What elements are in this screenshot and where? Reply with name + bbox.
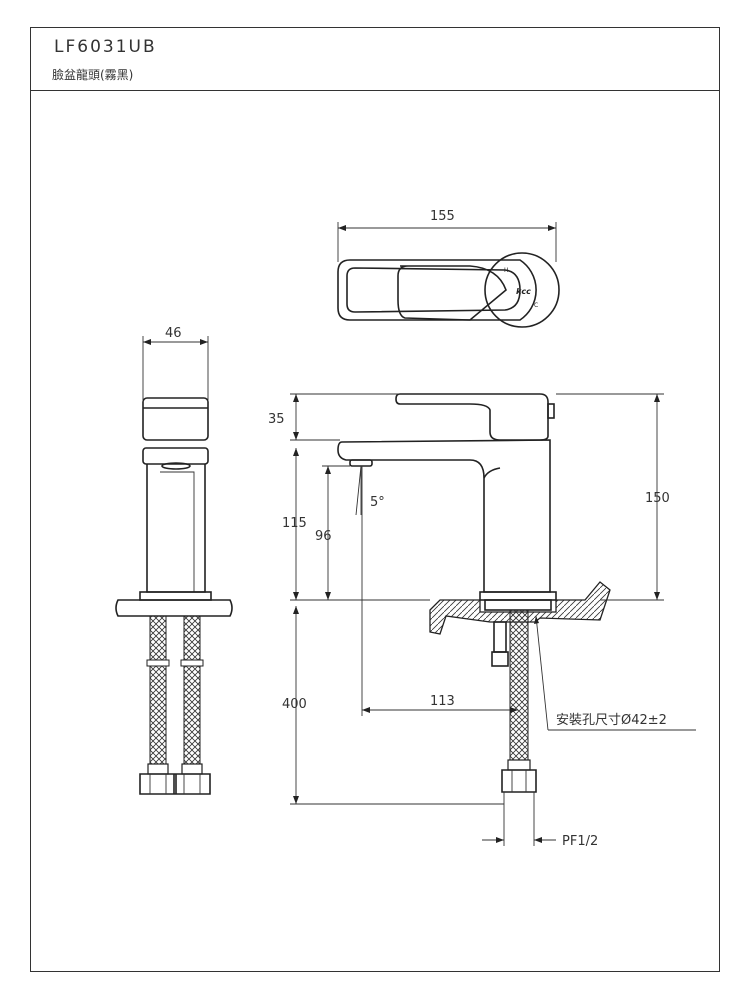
dim-115-label: 115 [282, 516, 307, 531]
handle-top-outline [337, 259, 537, 321]
front-view: 35 115 96 5° 150 400 113 [268, 393, 696, 849]
countertop-section [429, 581, 611, 635]
dim-113-label: 113 [430, 694, 455, 709]
lever-outline [395, 393, 549, 441]
dim-150-label: 150 [645, 491, 670, 506]
product-name: 臉盆龍頭(霧黑) [52, 68, 134, 82]
cold-mark: C [534, 302, 538, 309]
dim-96-label: 96 [315, 529, 332, 544]
connection-label: PF1/2 [562, 834, 598, 849]
model-number: LF6031UB [54, 37, 157, 57]
dim-35-label: 35 [268, 412, 285, 427]
dim-angle-label: 5° [370, 495, 385, 510]
hot-mark: H [504, 267, 509, 274]
brand-logo: kcc [516, 287, 531, 296]
dim-46-label: 46 [165, 326, 182, 341]
spout-body [337, 439, 551, 593]
drawing-sheet [30, 27, 720, 972]
title-block-divider [30, 90, 720, 91]
dim-400-label: 400 [282, 697, 307, 712]
hole-size-label: 安裝孔尺寸Ø42±2 [556, 713, 667, 728]
dim-155-label: 155 [430, 209, 455, 224]
side-view: 46 [115, 326, 233, 795]
top-view: 155 H C kcc [337, 209, 560, 328]
